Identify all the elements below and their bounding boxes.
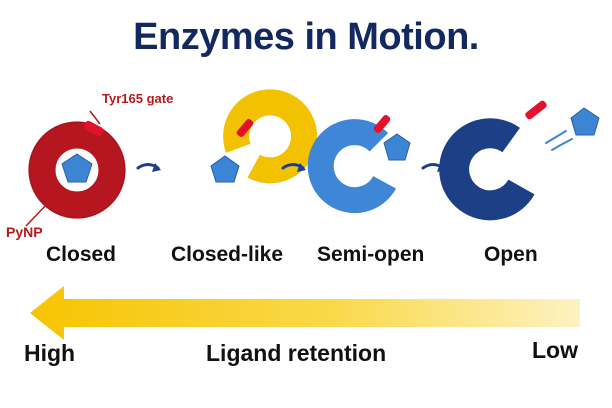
state-label-semi-open: Semi-open (317, 243, 425, 266)
open-gate-marker (525, 100, 547, 120)
pynp-label: PyNP (6, 224, 43, 240)
open-ligand-pentagon (570, 107, 600, 136)
page-title: Enzymes in Motion. (133, 16, 479, 58)
state-label-open: Open (484, 243, 538, 266)
closed-like-ligand-pentagon (210, 155, 240, 183)
tyr165-gate-label: Tyr165 gate (102, 91, 174, 106)
retention-high-label: High (24, 340, 76, 366)
gate-leader-line (89, 110, 101, 125)
closed-ligand-pentagon (61, 153, 93, 183)
state-open-graphic (439, 100, 600, 221)
closed-like-gate-marker (236, 118, 254, 138)
state-closed-like-graphic (210, 89, 318, 184)
semi-open-enzyme-ring (307, 119, 397, 214)
state-label-closed: Closed (46, 243, 117, 266)
retention-title: Ligand retention (206, 340, 387, 366)
pynp-leader-line (25, 204, 47, 227)
motion-lines (545, 130, 573, 151)
retention-arrow (30, 286, 580, 340)
state-closed-graphic (28, 120, 126, 219)
closed-enzyme-ring (28, 121, 126, 219)
state-label-closed-like: Closed-like (171, 243, 284, 266)
retention-low-label: Low (532, 337, 578, 363)
open-enzyme-ring (439, 118, 535, 221)
state-semi-open-graphic (307, 114, 411, 214)
semi-open-gate-marker (373, 114, 391, 134)
closed-like-enzyme-ring (223, 89, 318, 184)
closed-gate-marker (83, 120, 104, 137)
semi-open-ligand-pentagon (383, 133, 411, 161)
